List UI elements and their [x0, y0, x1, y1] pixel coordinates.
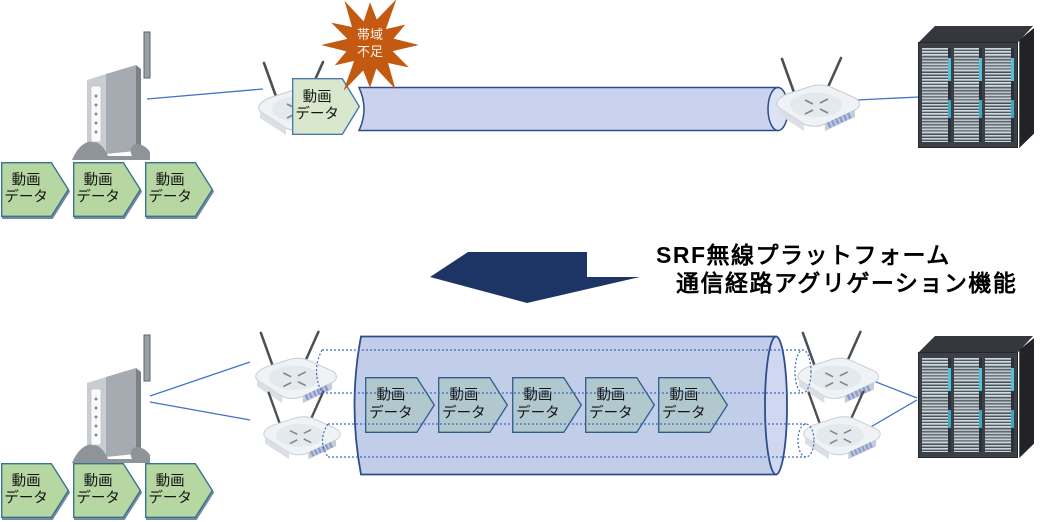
- video-data-packet: 動画 データ: [292, 78, 360, 135]
- video-data-packet: 動画 データ: [145, 463, 213, 518]
- title-line-2: 通信経路アグリゲーション機能: [676, 270, 1018, 296]
- burst-icon: [321, 0, 419, 91]
- bandwidth-pipe: [357, 86, 789, 132]
- title-line-1: SRF無線プラットフォーム: [656, 242, 951, 268]
- packet-label: 動画 データ: [148, 473, 192, 507]
- server-bay: [985, 358, 1015, 452]
- aggregated-packets: 動画 データ 動画 データ 動画 データ 動画 データ 動画 データ: [347, 335, 788, 476]
- server-bay: [922, 358, 951, 452]
- packet-label: 動画 データ: [4, 473, 48, 507]
- video-data-packet: 動画 データ: [1, 162, 69, 217]
- packet-label: 動画 データ: [442, 387, 486, 422]
- video-data-packet: 動画 データ: [145, 162, 213, 217]
- router-icon: [60, 333, 175, 465]
- video-data-packet: 動画 データ: [73, 162, 141, 217]
- video-data-packet: 動画 データ: [438, 377, 508, 433]
- server-front-panel: [918, 352, 1018, 458]
- access-point-icon: [768, 55, 866, 135]
- transition-title: SRF無線プラットフォーム 通信経路アグリゲーション機能: [656, 241, 1017, 297]
- packet-label: 動画 データ: [369, 387, 413, 422]
- router-icon: [60, 30, 175, 162]
- server-bay: [953, 48, 983, 142]
- packet-label: 動画 データ: [295, 89, 339, 123]
- packet-label: 動画 データ: [4, 172, 48, 206]
- video-data-packet: 動画 データ: [365, 377, 435, 433]
- access-point-icon: [252, 390, 350, 462]
- server-bay: [922, 48, 951, 142]
- video-data-packet: 動画 データ: [1, 463, 69, 518]
- packet-label: 動画 データ: [76, 473, 120, 507]
- video-data-packet: 動画 データ: [73, 463, 141, 518]
- video-data-packet: 動画 データ: [512, 377, 582, 433]
- packet-label: 動画 データ: [589, 387, 633, 422]
- packet-label: 動画 データ: [662, 387, 706, 422]
- server-rack-icon: [918, 336, 1036, 462]
- down-arrow: [430, 252, 640, 303]
- video-data-packet: 動画 データ: [658, 377, 728, 433]
- packet-label: 動画 データ: [76, 172, 120, 206]
- server-top-panel: [919, 26, 1033, 42]
- packet-label: 動画 データ: [148, 172, 192, 206]
- server-front-panel: [918, 42, 1018, 148]
- server-bay: [985, 48, 1015, 142]
- server-top-panel: [919, 336, 1033, 352]
- access-point-icon: [792, 390, 890, 462]
- server-side-panel: [1019, 28, 1034, 148]
- server-side-panel: [1019, 338, 1034, 458]
- packet-label: 動画 データ: [516, 387, 560, 422]
- video-data-packet: 動画 データ: [585, 377, 655, 433]
- server-rack-icon: [918, 26, 1036, 152]
- bandwidth-shortage-label: 帯域 不足: [356, 27, 383, 59]
- server-bay: [953, 358, 983, 452]
